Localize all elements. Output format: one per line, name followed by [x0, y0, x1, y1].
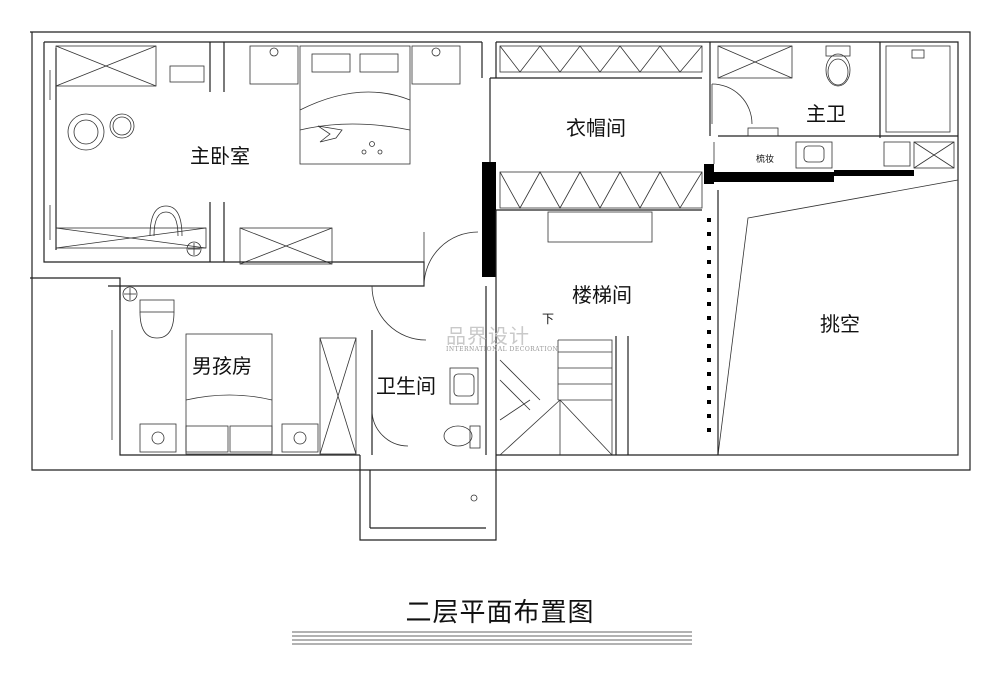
- railing-post: [707, 260, 711, 264]
- railing-post: [707, 288, 711, 292]
- void-area: [717, 179, 959, 456]
- cloakroom: [482, 45, 753, 277]
- railing-post: [707, 302, 711, 306]
- room-label-master-bath: 主卫: [806, 102, 846, 126]
- watermark-logo: 品界设计: [446, 324, 530, 348]
- door-swing-icon: [371, 231, 479, 341]
- railing-post: [707, 232, 711, 236]
- room-label-stairwell: 楼梯间: [572, 283, 632, 307]
- railing-post: [707, 386, 711, 390]
- railing-post: [707, 316, 711, 320]
- railing-post: [707, 344, 711, 348]
- railing: [707, 218, 711, 432]
- toilet-icon: [827, 58, 849, 86]
- room-label-boys-room: 男孩房: [192, 354, 252, 378]
- room-label-void: 挑空: [820, 312, 860, 336]
- stair-icon: [495, 210, 629, 456]
- plan-title: 二层平面布置图: [405, 598, 595, 628]
- bathroom: [359, 286, 497, 541]
- room-label-cloakroom: 衣帽间: [566, 116, 626, 140]
- down-arrow-label: 下: [542, 312, 555, 326]
- railing-post: [707, 428, 711, 432]
- chair-icon: [67, 113, 135, 151]
- bed-icon: [249, 45, 461, 165]
- master-bath: [704, 42, 958, 184]
- railing-post: [707, 274, 711, 278]
- railing-post: [707, 246, 711, 250]
- title-underline: [292, 631, 692, 645]
- watermark-subtitle: INTERNATIONAL DECORATION: [446, 346, 559, 353]
- boys-room: [108, 277, 360, 456]
- room-label-bathroom: 卫生间: [376, 374, 436, 398]
- railing-post: [707, 400, 711, 404]
- vanity-label: 梳妆: [756, 155, 775, 165]
- railing-post: [707, 358, 711, 362]
- railing-post: [707, 330, 711, 334]
- room-label-master-bedroom: 主卧室: [190, 144, 250, 168]
- vanity-stool: [149, 205, 183, 237]
- railing-post: [707, 414, 711, 418]
- railing-post: [707, 372, 711, 376]
- fan-icon: [186, 241, 202, 257]
- master-bedroom: [49, 42, 425, 287]
- fan-icon: [122, 286, 138, 302]
- railing-post: [707, 218, 711, 222]
